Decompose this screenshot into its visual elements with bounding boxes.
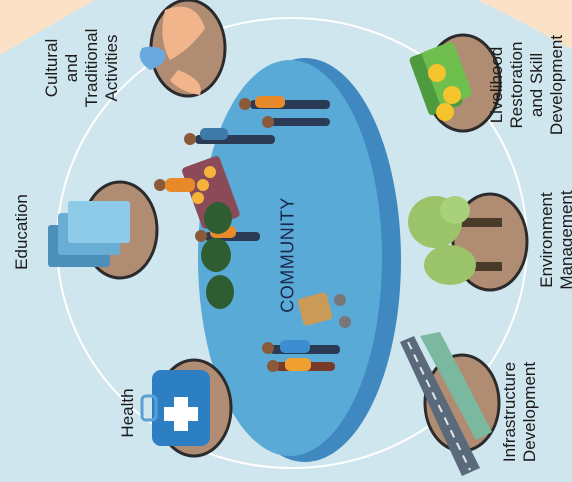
corner-decoration-left (0, 0, 95, 55)
label-livelihood: Livelihood Restoration and Skill Develop… (487, 34, 566, 136)
hands-heart-icon (139, 6, 205, 95)
shrubs-illustration (201, 202, 234, 309)
corner-decoration-right (477, 0, 572, 50)
books-icon (48, 201, 130, 267)
community-platform (198, 60, 382, 456)
money-coins-icon (409, 42, 472, 121)
label-education: Education (12, 194, 31, 270)
first-aid-kit-icon (140, 370, 210, 446)
label-environment: Environment Management (537, 190, 572, 290)
community-label: COMMUNITY (277, 197, 298, 313)
label-cultural: Cultural and Traditional Activities (42, 28, 121, 108)
label-health: Health (118, 388, 137, 438)
community-people-illustration (154, 96, 351, 372)
road-icon (400, 332, 492, 476)
trees-icon (408, 196, 502, 285)
label-infrastructure: Infrastructure Development (500, 361, 539, 463)
